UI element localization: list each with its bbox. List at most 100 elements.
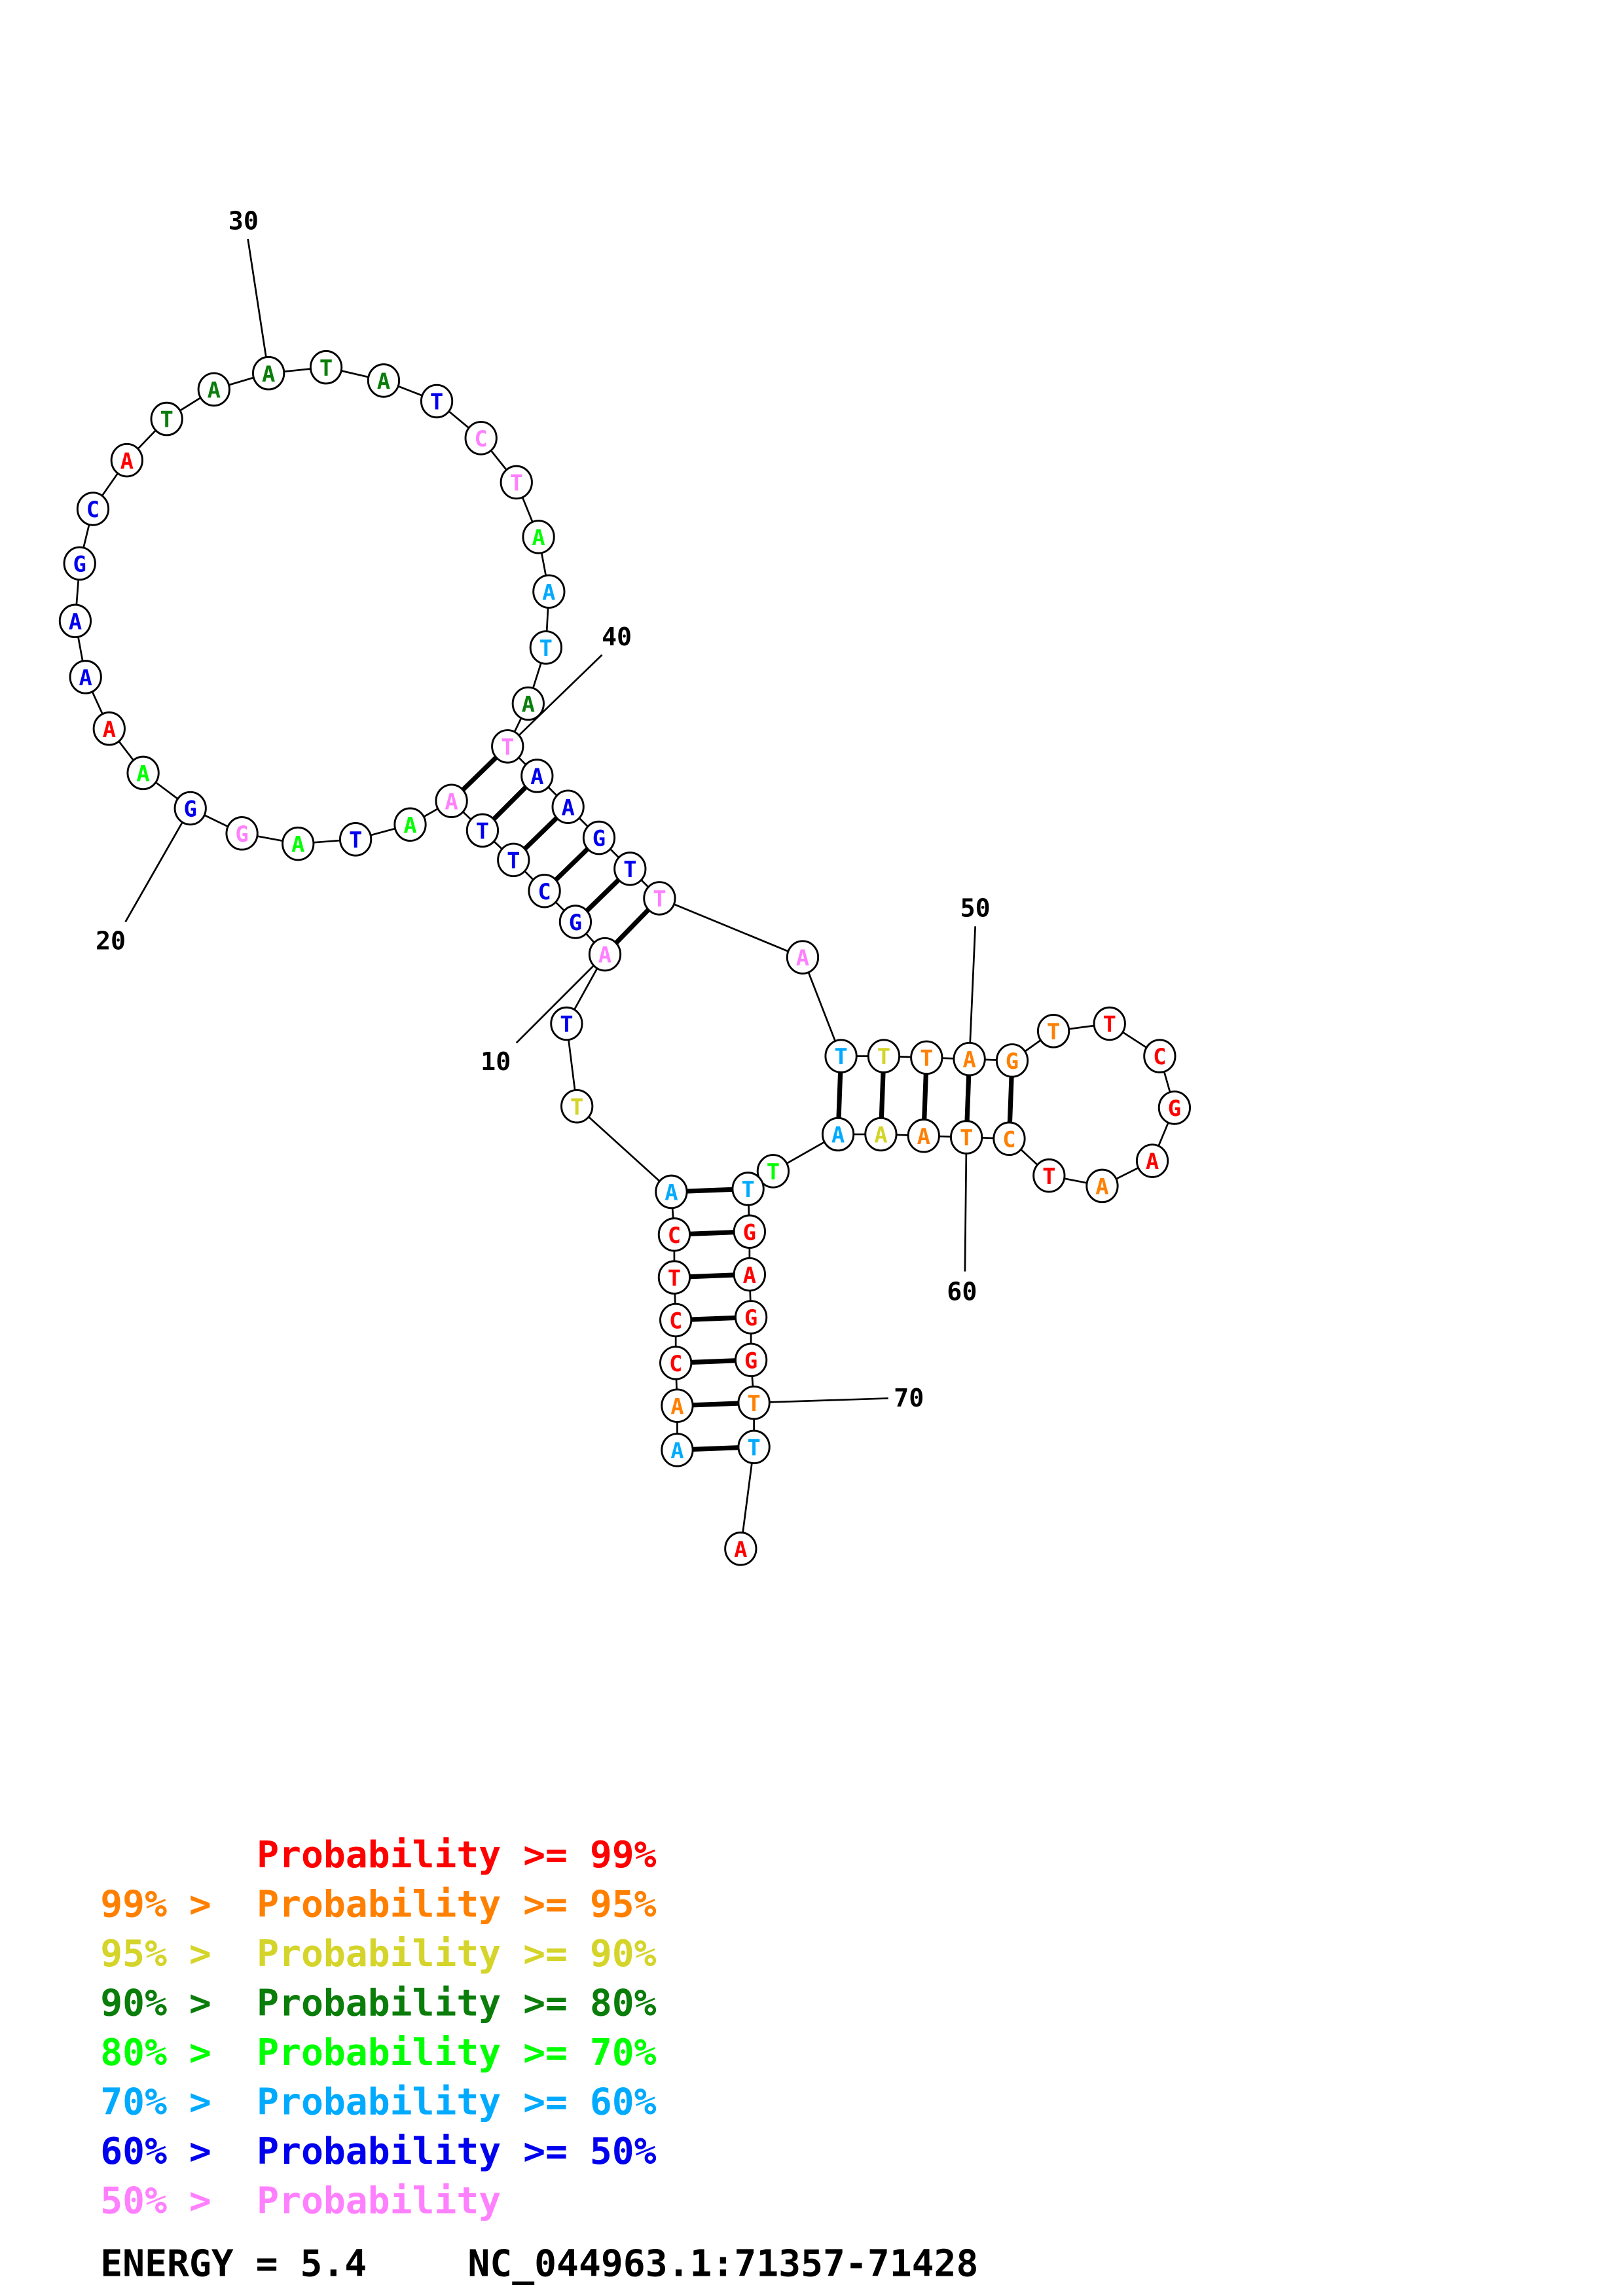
nucleotide-base: T xyxy=(501,734,514,760)
nucleotide-circle xyxy=(655,1174,688,1210)
nucleotide-circle xyxy=(661,1433,694,1467)
nucleotide-base: G xyxy=(1168,1096,1181,1121)
legend-prefix: 99% > xyxy=(100,1884,211,1926)
nucleotide-circle xyxy=(733,1214,766,1249)
nucleotide-circle xyxy=(734,1342,768,1378)
legend-prefix: 60% > xyxy=(100,2130,211,2173)
nucleotide: A xyxy=(197,372,230,407)
legend-range: Probability >= 70% xyxy=(257,2032,657,2074)
nucleotide: T xyxy=(491,729,524,764)
legend-row: 80% > Probability >= 70% xyxy=(100,2032,656,2074)
nucleotide: A xyxy=(786,940,820,975)
nucleotide-circle xyxy=(560,1088,594,1124)
nucleotide-circle xyxy=(150,401,183,437)
nucleotide: T xyxy=(550,1006,583,1041)
nucleotide-base: T xyxy=(834,1044,847,1069)
nucleotide-circle xyxy=(1036,1014,1070,1049)
nucleotide-circle xyxy=(659,1346,693,1380)
nucleotide: A xyxy=(953,1041,986,1077)
nucleotide-circle xyxy=(339,822,373,857)
nucleotide: A xyxy=(511,686,545,721)
nucleotide: A xyxy=(655,1174,688,1210)
nucleotide: A xyxy=(1085,1168,1119,1204)
nucleotide-circle xyxy=(733,1257,766,1292)
nucleotide: G xyxy=(63,546,96,581)
nucleotide-base: A xyxy=(262,361,275,387)
nucleotide-base: A xyxy=(670,1393,684,1419)
nucleotide-base: A xyxy=(522,692,535,717)
energy-label: ENERGY = 5.4 xyxy=(100,2242,367,2285)
nucleotide-circle xyxy=(734,1300,768,1335)
nucleotide-base: A xyxy=(291,832,304,857)
legend-range: Probability >= 95% xyxy=(257,1884,657,1926)
nucleotide-base: T xyxy=(668,1265,681,1291)
nucleotide: A xyxy=(520,759,554,793)
nucleotide-base: T xyxy=(653,886,666,912)
nucleotide-circle xyxy=(1135,1143,1169,1178)
nucleotide-base: A xyxy=(532,525,545,550)
nucleotide-circle xyxy=(907,1119,940,1153)
nucleotide-base: A xyxy=(1095,1174,1108,1200)
nucleotide-circle xyxy=(110,442,143,478)
nucleotide-circle xyxy=(824,1039,858,1073)
nucleotide-base: A xyxy=(208,378,221,403)
nucleotide-base: C xyxy=(669,1308,682,1334)
nucleotide-base: C xyxy=(1002,1126,1015,1152)
nucleotide: A xyxy=(1135,1143,1169,1178)
nucleotide: G xyxy=(995,1043,1029,1078)
nucleotide: T xyxy=(1036,1014,1070,1049)
nucleotide-circle xyxy=(737,1385,771,1420)
nucleotide-circle xyxy=(724,1532,757,1566)
legend-range: Probability >= 50% xyxy=(257,2130,657,2173)
nucleotide-base: A xyxy=(542,579,555,605)
nucleotide-circle xyxy=(1158,1090,1192,1125)
nucleotide-base: T xyxy=(507,848,520,873)
nucleotide: A xyxy=(588,937,622,972)
nucleotide-base: A xyxy=(561,795,574,820)
legend-row: 90% > Probability >= 80% xyxy=(100,1982,656,2025)
nucleotide-circle xyxy=(435,783,468,818)
nucleotide-base: G xyxy=(744,1305,757,1331)
nucleotide-base: A xyxy=(120,448,134,474)
nucleotide: G xyxy=(1158,1090,1192,1125)
nucleotide-circle xyxy=(661,1388,694,1423)
nucleotide: G xyxy=(733,1214,766,1249)
nucleotide-base: A xyxy=(874,1122,887,1148)
nucleotide: T xyxy=(737,1429,771,1465)
nucleotide-base: T xyxy=(476,818,489,844)
nucleotide-base: C xyxy=(1153,1044,1166,1069)
nucleotide: T xyxy=(657,1260,691,1295)
nucleotide: C xyxy=(993,1121,1026,1157)
nucleotide: A xyxy=(821,1117,855,1152)
nucleotide-circle xyxy=(643,881,676,916)
position-label: 60 xyxy=(947,1278,977,1307)
nucleotide-circle xyxy=(197,372,230,407)
nucleotide-circle xyxy=(1093,1006,1126,1041)
nucleotide-circle xyxy=(558,905,593,939)
nucleotide: T xyxy=(643,881,676,916)
nucleotide-circle xyxy=(659,1302,693,1338)
nucleotide-circle xyxy=(529,630,562,665)
nucleotide: A xyxy=(661,1433,694,1467)
nucleotide: T xyxy=(420,384,454,419)
nucleotide-base: T xyxy=(319,355,333,381)
nucleotide-base: T xyxy=(767,1159,780,1185)
nucleotide: T xyxy=(529,630,562,665)
nucleotide-base: T xyxy=(160,407,173,433)
backbone-segment xyxy=(576,1105,672,1193)
legend-range: Probability >= 80% xyxy=(257,1982,657,2025)
nucleotide-base: T xyxy=(877,1044,890,1069)
nucleotide: T xyxy=(309,350,343,385)
nucleotide: T xyxy=(1032,1158,1066,1193)
probability-legend: Probability >= 99%99% > Probability >= 9… xyxy=(100,1834,656,2222)
nucleotide-circle xyxy=(588,937,622,972)
nucleotide: A xyxy=(252,355,285,391)
nucleotide-base: G xyxy=(743,1219,756,1245)
nucleotide-base: T xyxy=(920,1045,933,1071)
nucleotide: T xyxy=(1093,1006,1126,1041)
nucleotide-base: T xyxy=(539,636,553,661)
position-label-tick xyxy=(124,808,191,923)
nucleotide-base: A xyxy=(962,1047,976,1073)
